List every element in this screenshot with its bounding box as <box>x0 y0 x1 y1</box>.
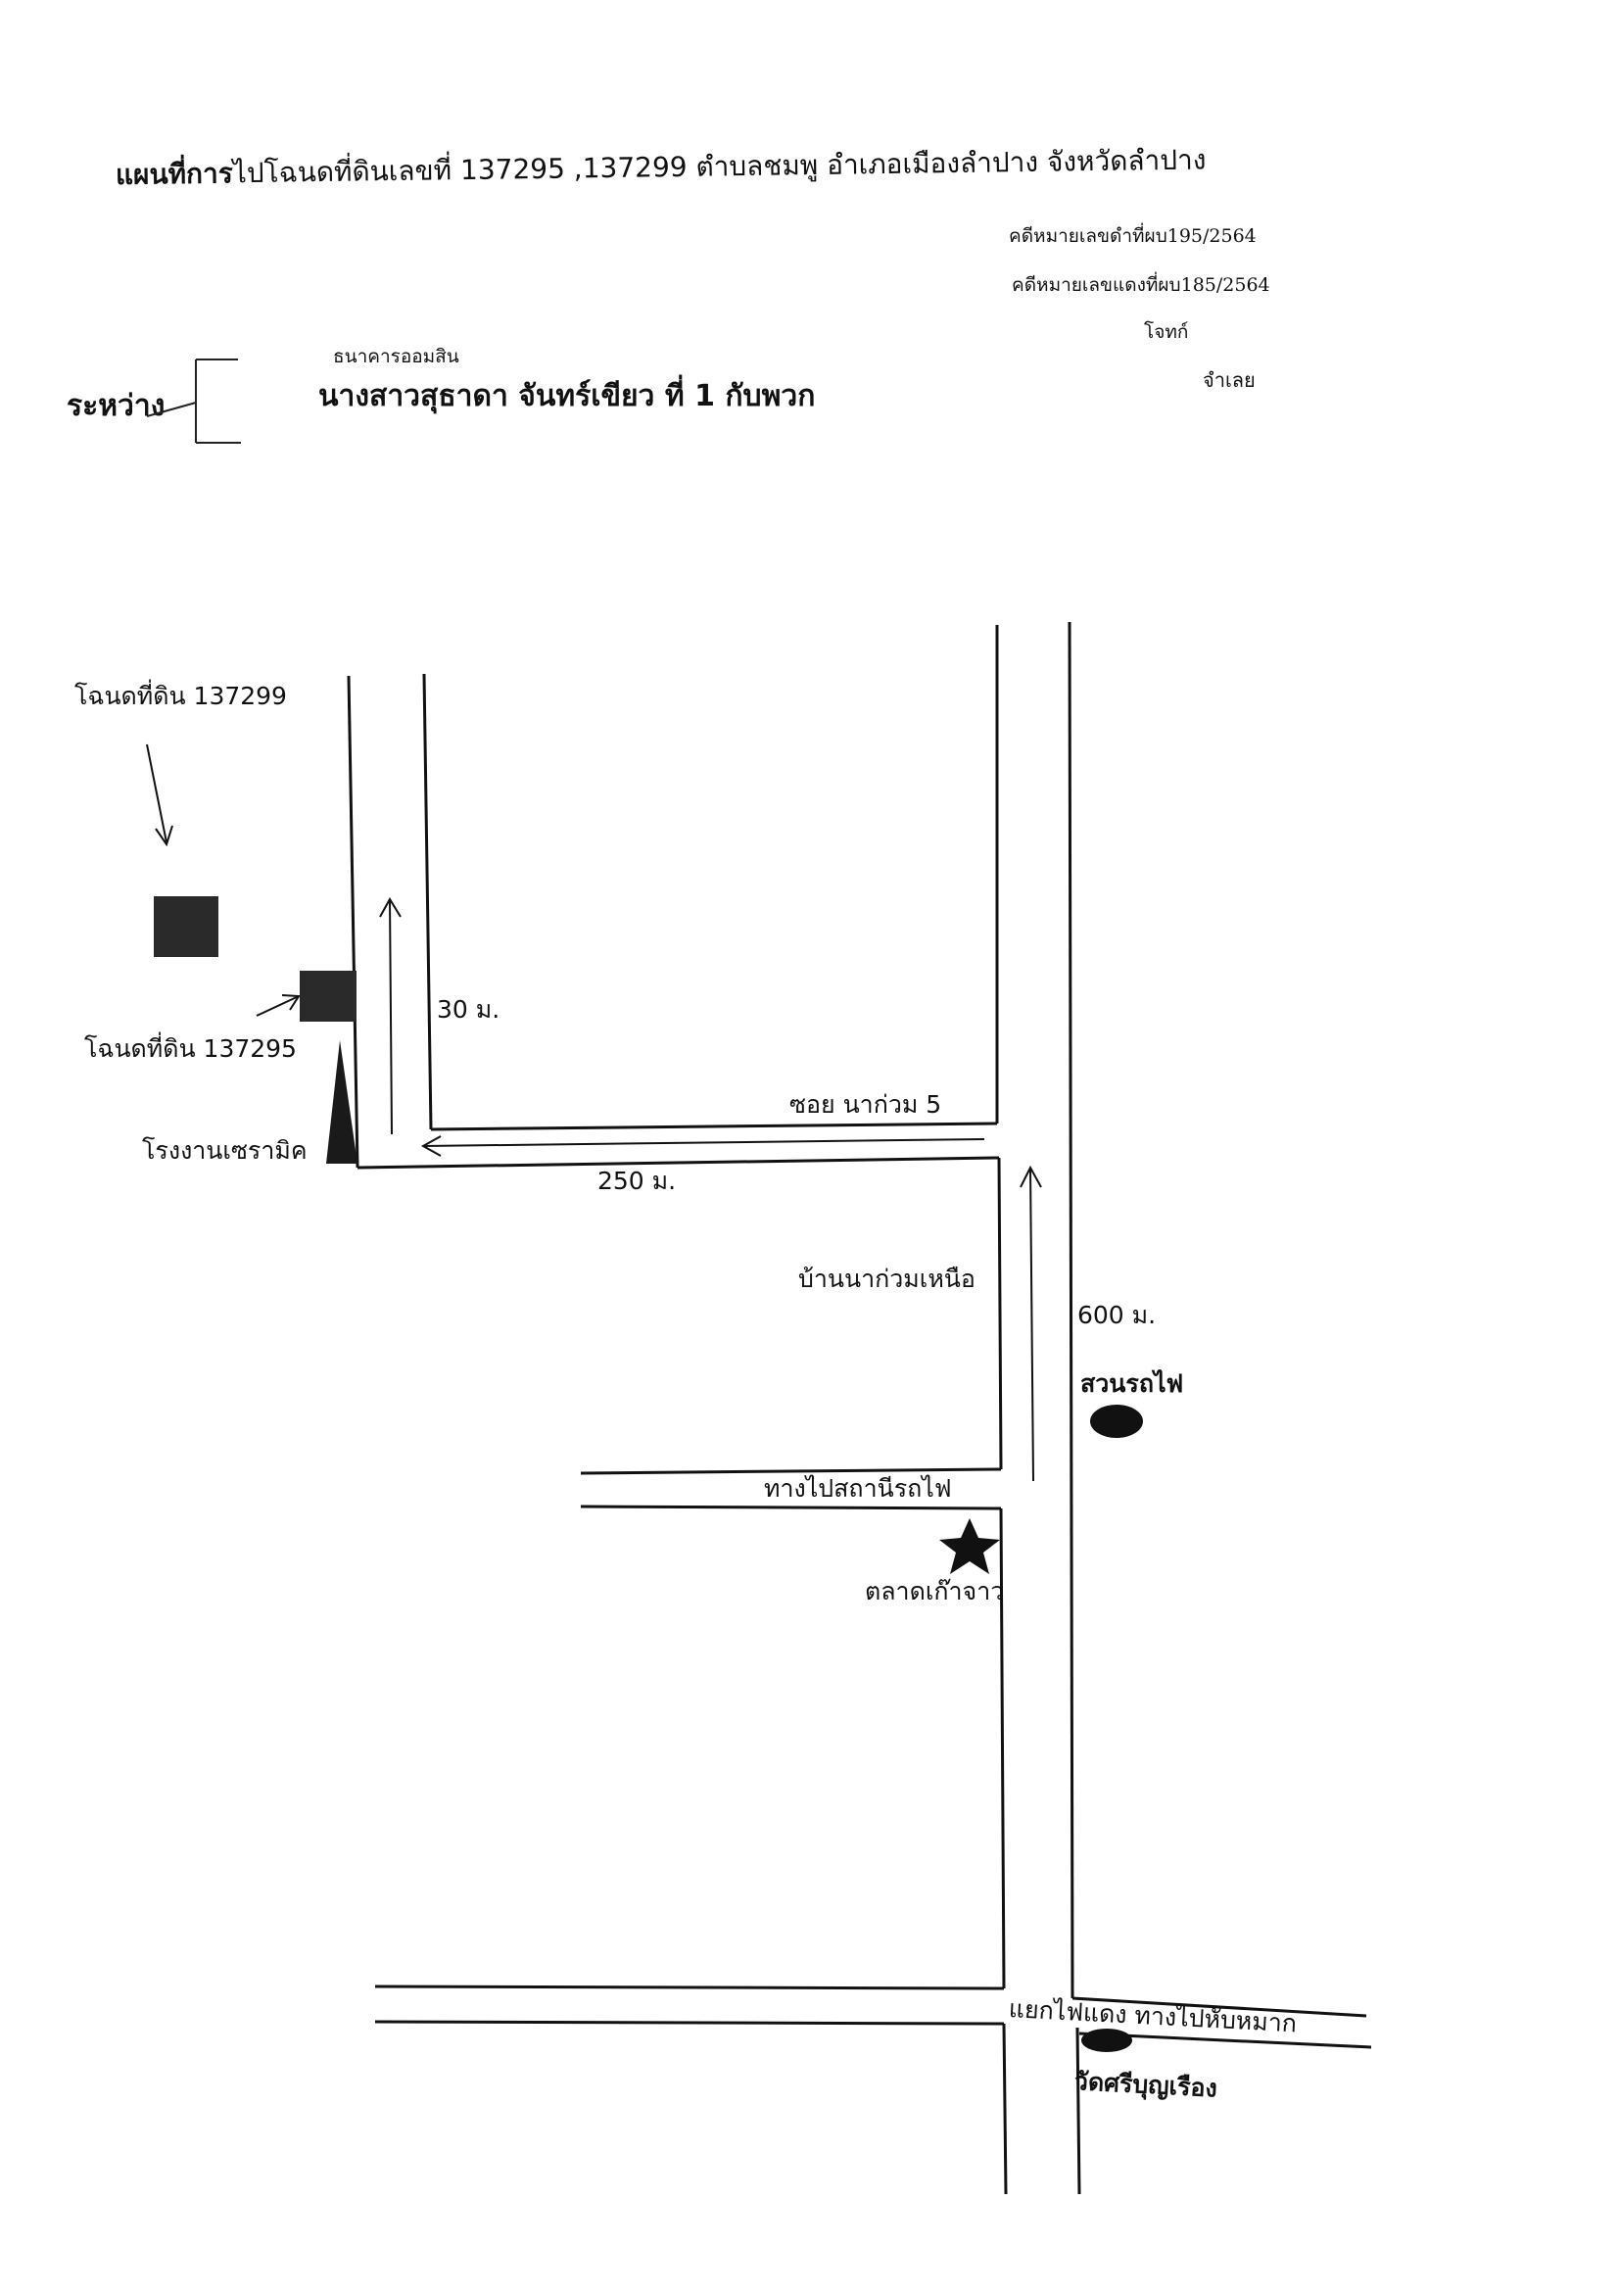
label-train-park: สวนรถไฟ <box>1080 1369 1184 1398</box>
red-case-number: คดีหมายเลขแดงที่ผบ185/2564 <box>1012 274 1270 296</box>
deed-137295-parcel <box>300 971 357 1022</box>
label-distance-600m: 600 ม. <box>1077 1301 1157 1329</box>
black-case-number: คดีหมายเลขดำที่ผบ195/2564 <box>1009 225 1257 247</box>
plaintiff-role: โจทก์ <box>1144 321 1189 343</box>
label-soi-nakuam-5: ซอย นาก่วม 5 <box>789 1090 942 1119</box>
label-market: ตลาดเก๊าจาว <box>865 1577 1005 1605</box>
label-ceramic-factory: โรงงานเซรามิค <box>142 1136 308 1165</box>
label-deed-137299: โฉนดที่ดิน 137299 <box>74 682 287 710</box>
road-main-vertical <box>995 621 1081 2195</box>
label-village: บ้านนาก่วมเหนือ <box>798 1265 976 1293</box>
defendant-role: จำเลย <box>1203 368 1256 392</box>
label-deed-137295: โฉนดที่ดิน 137295 <box>84 1034 297 1063</box>
train-park-icon <box>1090 1405 1143 1438</box>
ceramic-factory-icon <box>326 1040 357 1164</box>
plaintiff-name: ธนาคารออมสิน <box>333 346 459 367</box>
defendant-name: นางสาวสุธาดา จันทร์เขียว ที่ 1 กับพวก <box>318 379 816 413</box>
road-soi-horizontal <box>357 1122 1000 1170</box>
temple-icon <box>1081 2029 1132 2052</box>
label-to-station: ทางไปสถานีรถไฟ <box>764 1474 952 1503</box>
road-to-station <box>580 1467 1002 1510</box>
label-distance-250m: 250 ม. <box>597 1167 677 1195</box>
market-star-icon <box>939 1518 1000 1574</box>
road-left-vertical <box>347 673 433 1169</box>
label-distance-30m: 30 ม. <box>437 995 500 1024</box>
between-bracket <box>146 359 241 444</box>
route-arrows <box>146 743 1042 1482</box>
deed-137299-parcel <box>154 896 218 957</box>
label-temple: วัดศรีบุญเรือง <box>1073 2067 1218 2103</box>
